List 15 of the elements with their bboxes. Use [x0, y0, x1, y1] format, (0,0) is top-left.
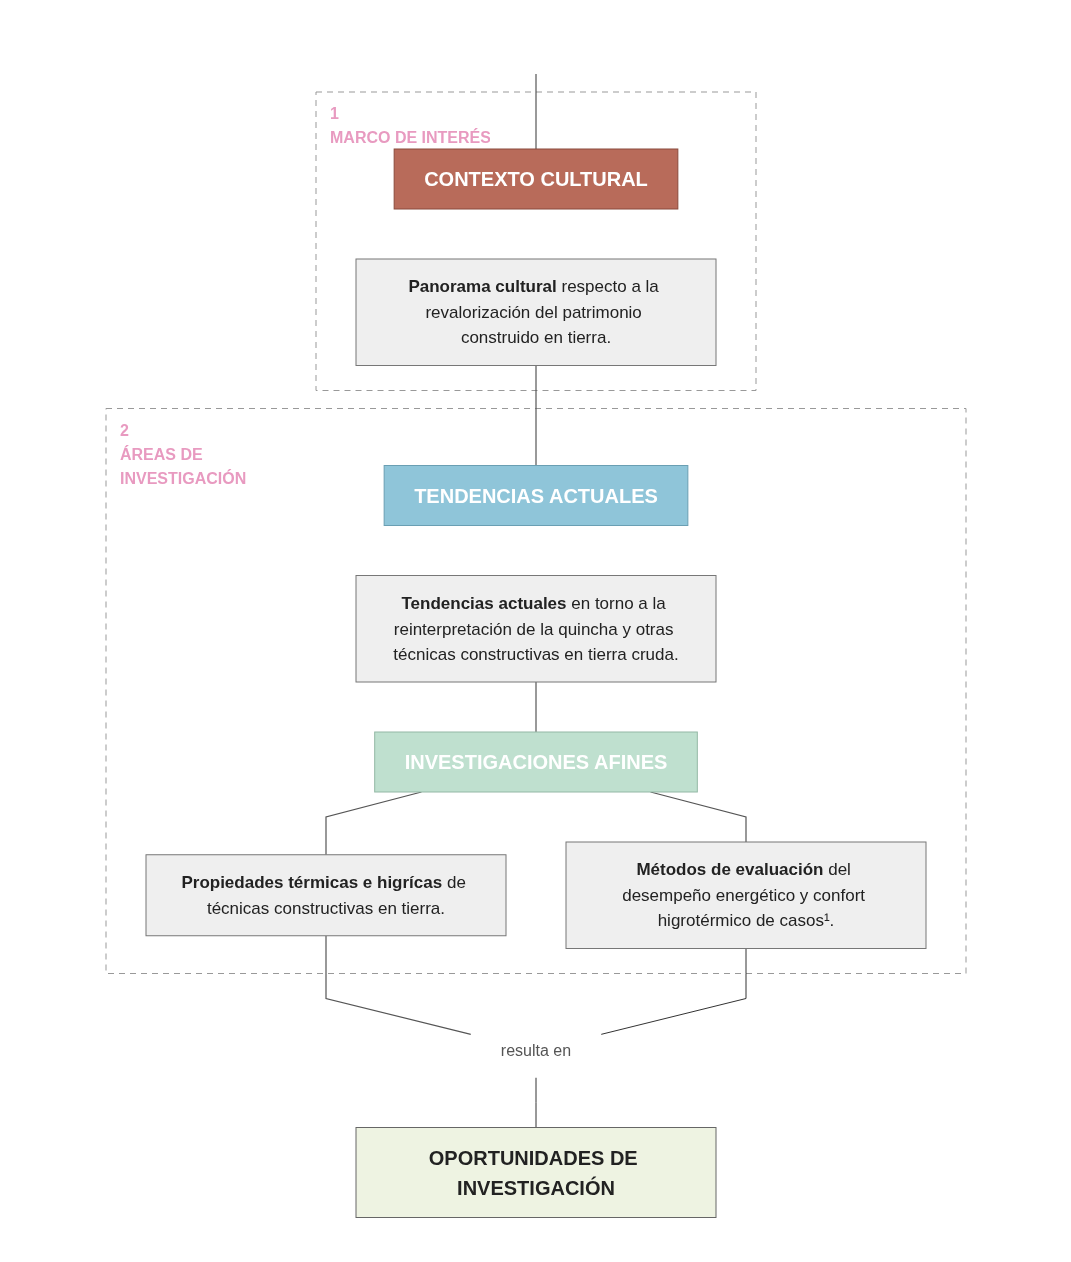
connector: [324, 935, 471, 1036]
connector: [534, 73, 537, 150]
connector: [535, 1077, 536, 1129]
node-box: Métodos de evaluación del desempeño energético y confort higrotérmico de casos¹.: [565, 841, 926, 950]
node-box: CONTEXTO CULTURAL: [393, 148, 678, 210]
node-box: Propiedades térmicas e higrícas de técnicas constructivas en tierra.: [145, 854, 506, 937]
connector: [600, 948, 746, 1036]
node-box: Panorama cultural respecto a la revalorización del patrimonio construido en tierra.: [355, 258, 716, 367]
node-box: Tendencias actuales en torno a la reinterpretación de la quincha y otras técnicas constructivas en tierra cruda.: [355, 575, 716, 683]
connector: [534, 365, 537, 467]
node-box: TENDENCIAS ACTUALES: [383, 465, 688, 527]
node-box: INVESTIGACIONES AFINES: [373, 731, 698, 793]
node-box: OPORTUNIDADES DE INVESTIGACIÓN: [355, 1127, 716, 1219]
connector: [534, 681, 537, 733]
node-text: resulta en: [500, 1041, 571, 1059]
